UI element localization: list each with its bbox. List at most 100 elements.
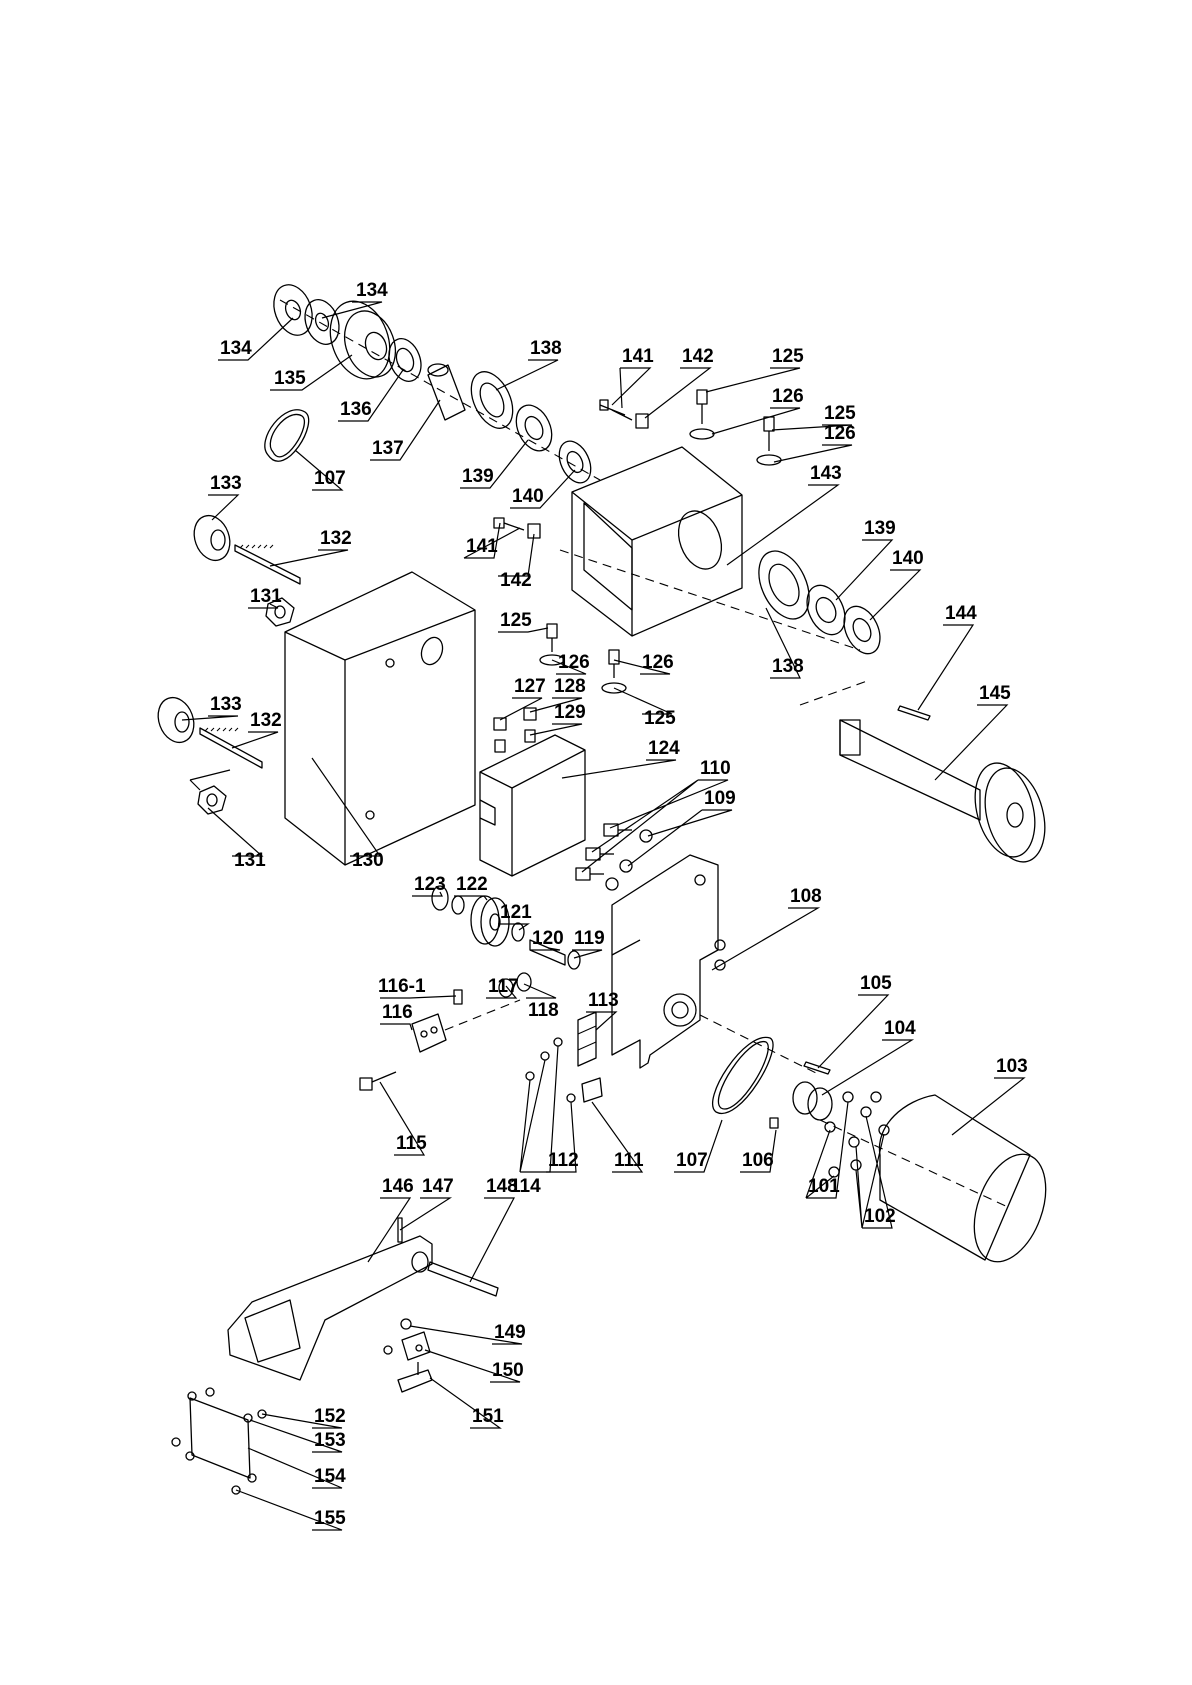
- label-116: 116: [382, 1002, 413, 1023]
- key-105: [804, 1062, 830, 1074]
- label-139-top: 139: [462, 466, 494, 487]
- label-111: 111: [614, 1150, 644, 1171]
- shaft-132-top: [235, 545, 300, 584]
- label-116-1: 116-1: [378, 976, 426, 997]
- cover-124: [480, 735, 585, 876]
- label-126-a: 126: [772, 386, 804, 407]
- gear-box-143: [572, 447, 742, 636]
- label-152: 152: [314, 1406, 346, 1427]
- bearing-133-top: [188, 511, 236, 566]
- label-129: 129: [554, 702, 586, 723]
- belt-107-top: [265, 410, 309, 461]
- label-125-a: 125: [772, 346, 804, 367]
- plate-108: [612, 855, 725, 1068]
- label-132-bottom: 132: [250, 710, 282, 731]
- bearing-133-bottom: [152, 693, 200, 748]
- label-119: 119: [574, 928, 605, 949]
- label-109: 109: [704, 788, 736, 809]
- label-147: 147: [422, 1176, 454, 1197]
- washer-121: [512, 923, 524, 941]
- label-130: 130: [352, 850, 384, 871]
- label-124: 124: [648, 738, 680, 759]
- screw-149: [401, 1319, 411, 1329]
- terminal-113: [578, 1012, 596, 1066]
- label-142-top: 142: [682, 346, 714, 367]
- label-126-c: 126: [558, 652, 590, 673]
- label-151: 151: [472, 1406, 504, 1427]
- washer-126-b: [757, 455, 781, 465]
- block-150: [384, 1332, 430, 1360]
- label-123: 123: [414, 874, 446, 895]
- label-154: 154: [314, 1466, 346, 1487]
- label-141-mid: 141: [466, 536, 498, 557]
- label-131-bottom: 131: [234, 850, 266, 871]
- label-110: 110: [700, 758, 731, 779]
- washer-140-top: [553, 436, 597, 488]
- label-132-top: 132: [320, 528, 352, 549]
- bolt-129-b: [525, 730, 535, 742]
- label-142-mid: 142: [500, 570, 532, 591]
- block-116: [412, 1014, 446, 1052]
- label-125-b: 125: [824, 403, 856, 424]
- belt-107-bottom: [713, 1037, 773, 1113]
- clip-119: [568, 951, 580, 969]
- rod-148: [428, 1262, 498, 1296]
- label-108: 108: [790, 886, 822, 907]
- label-126-b: 126: [824, 423, 856, 444]
- nut-109-a: [640, 830, 652, 842]
- label-125-c: 125: [500, 610, 532, 631]
- label-153: 153: [314, 1430, 346, 1451]
- part-labels: 134 134 135 136 137 138 139 140 141 142 …: [210, 280, 1028, 1529]
- label-136: 136: [340, 399, 372, 420]
- spindle-145: [840, 720, 1054, 869]
- label-131-top: 131: [250, 586, 282, 607]
- label-117: 117: [488, 976, 519, 997]
- label-128: 128: [554, 676, 586, 697]
- flange-plate-134a: [267, 279, 319, 340]
- screw-141-top: [600, 400, 632, 420]
- label-133-top: 133: [210, 473, 242, 494]
- label-126-d: 126: [642, 652, 674, 673]
- label-140-right: 140: [892, 548, 924, 569]
- headstock-box-130: [285, 572, 475, 865]
- label-149: 149: [494, 1322, 526, 1343]
- label-102: 102: [864, 1206, 896, 1227]
- leader-lines: [182, 302, 1024, 1530]
- label-135: 135: [274, 368, 306, 389]
- motor-103: [820, 1095, 1059, 1272]
- bolt-129-a: [495, 740, 505, 752]
- label-105: 105: [860, 973, 892, 994]
- label-104: 104: [884, 1018, 916, 1039]
- clip-142-top: [636, 414, 648, 428]
- bearing-139-top: [509, 399, 558, 456]
- label-143: 143: [810, 463, 842, 484]
- seal-138-top: [463, 365, 521, 435]
- shaft-132-bottom: [200, 728, 262, 768]
- label-118: 118: [528, 1000, 559, 1021]
- block-111: [582, 1078, 602, 1102]
- label-134-b: 134: [356, 280, 388, 301]
- bolt-115: [360, 1072, 396, 1090]
- nut-128: [524, 708, 536, 720]
- bolt-125-b: [764, 417, 774, 451]
- flange-plate-134b: [299, 295, 345, 349]
- washer-126-a: [690, 429, 714, 439]
- label-103: 103: [996, 1056, 1028, 1077]
- label-134-a: 134: [220, 338, 252, 359]
- label-138-right: 138: [772, 656, 804, 677]
- pin-116-1: [454, 990, 462, 1004]
- screw-112: [567, 1094, 575, 1102]
- pulley-104: [793, 1082, 832, 1120]
- bearing-139-right: [800, 579, 853, 640]
- label-125-d: 125: [644, 708, 676, 729]
- label-106: 106: [742, 1150, 774, 1171]
- label-115: 115: [396, 1133, 427, 1154]
- label-120: 120: [532, 928, 564, 949]
- bar-151: [398, 1362, 432, 1392]
- label-138-top: 138: [530, 338, 562, 359]
- label-101: 101: [808, 1176, 840, 1197]
- label-121: 121: [500, 902, 532, 923]
- label-137: 137: [372, 438, 404, 459]
- label-146: 146: [382, 1176, 414, 1197]
